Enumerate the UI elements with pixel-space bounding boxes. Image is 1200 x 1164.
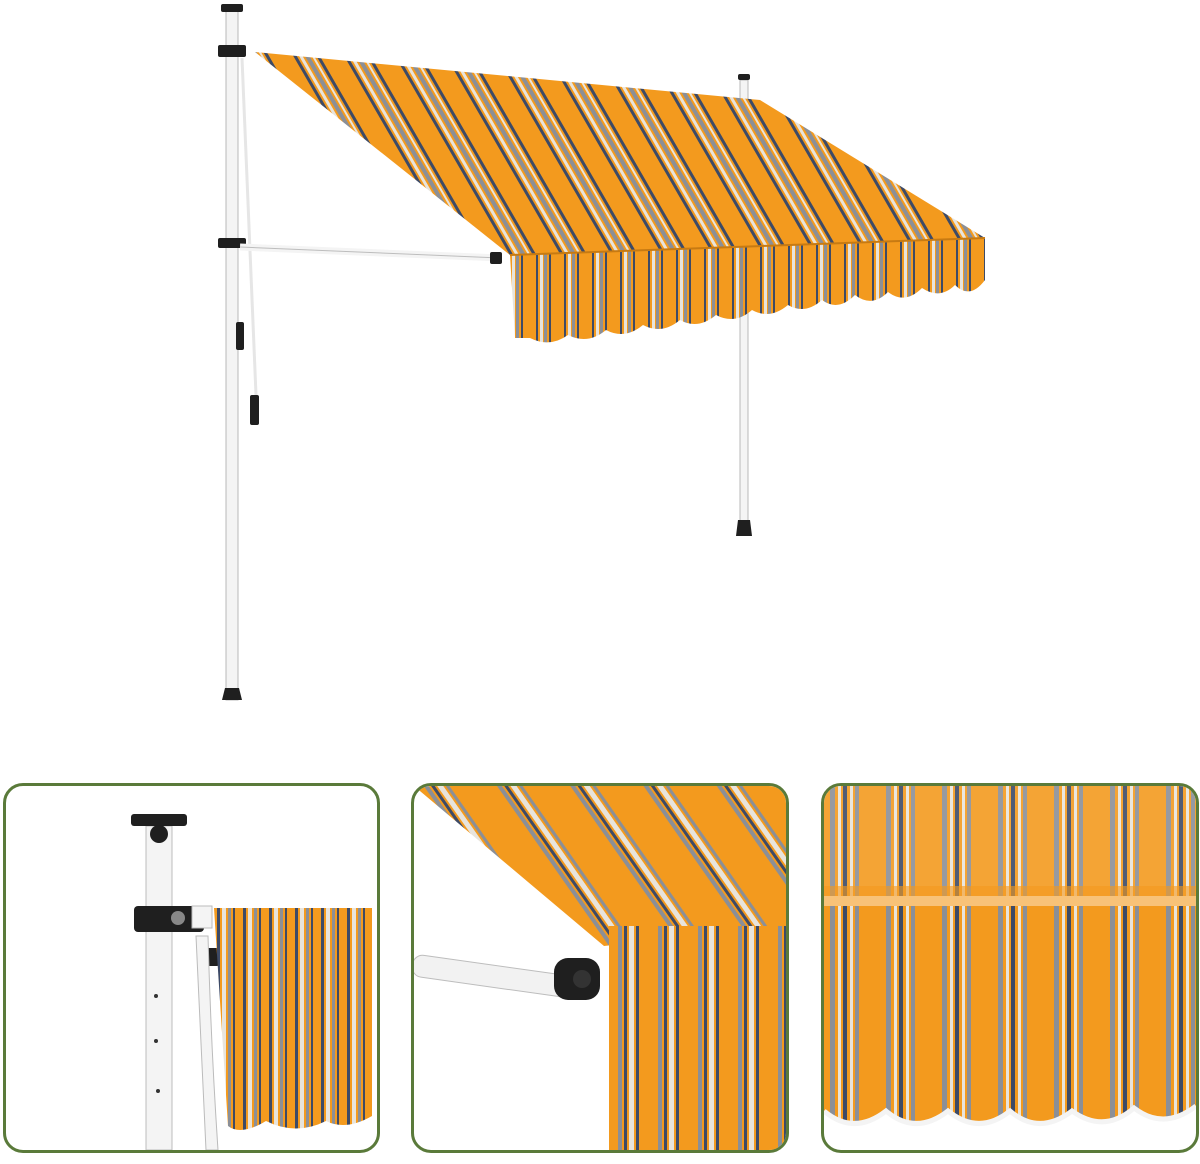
awning-canopy [255,52,985,255]
valance-fabric-image [824,786,1196,1126]
detail-arm-end-cap[interactable] [411,783,789,1153]
awning-valance [510,238,985,343]
arm-end-cap-image [414,786,786,1150]
detail-pole-bracket[interactable] [3,783,380,1153]
detail-valance-fabric[interactable] [821,783,1199,1153]
end-cap-icon [490,252,502,264]
crank-handle-icon [236,57,259,425]
foot-pad-icon [736,520,752,536]
left-pole-icon [218,4,246,701]
pole-bracket-image [131,814,372,1150]
main-awning-image [218,4,986,701]
